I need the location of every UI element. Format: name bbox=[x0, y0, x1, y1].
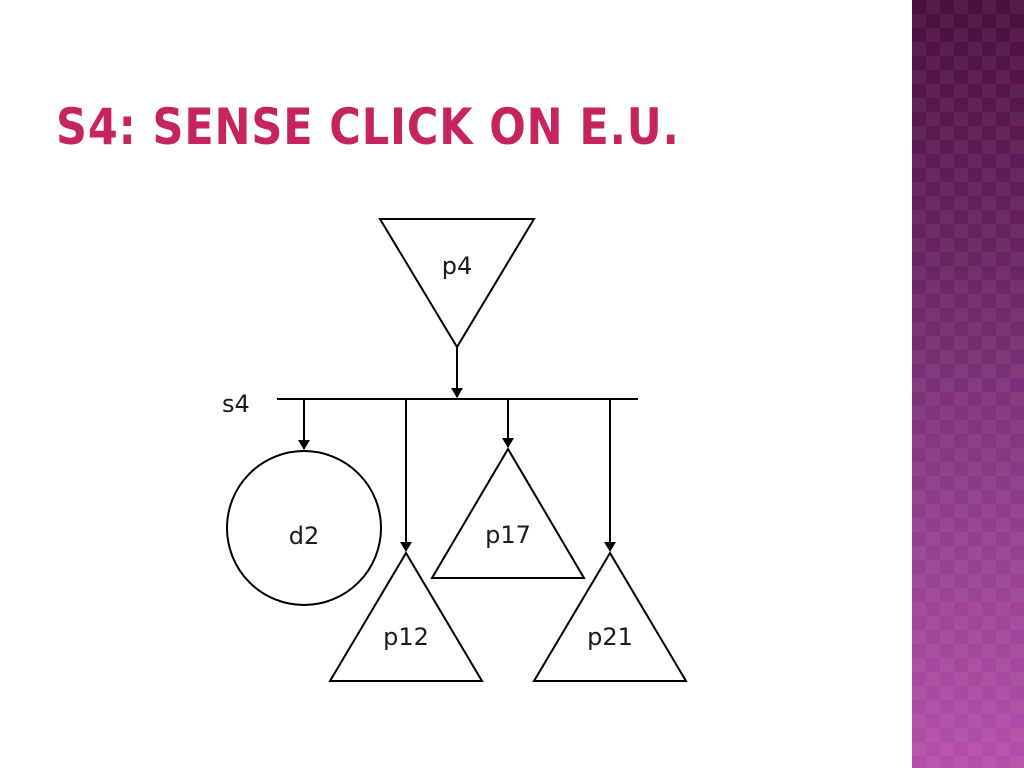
node-p17-shape bbox=[430, 447, 586, 579]
node-p4: p4 bbox=[378, 218, 536, 349]
node-p17-label: p17 bbox=[485, 521, 531, 549]
node-p12-label: p12 bbox=[383, 623, 429, 651]
node-p17: p17 bbox=[430, 447, 586, 579]
node-p21: p21 bbox=[532, 551, 688, 682]
slide-title: S4: SENSE CLICK ON E.U. bbox=[56, 98, 680, 156]
node-d2-shape bbox=[226, 450, 382, 606]
node-p4-shape bbox=[378, 218, 536, 349]
node-d2-label: d2 bbox=[289, 522, 320, 550]
bus-s4: s4 bbox=[222, 390, 638, 418]
node-d2: d2 bbox=[226, 450, 382, 606]
bus-s4-label: s4 bbox=[222, 390, 250, 418]
node-p12: p12 bbox=[328, 551, 484, 682]
node-p21-shape bbox=[532, 551, 688, 682]
node-p21-label: p21 bbox=[587, 623, 633, 651]
decorative-side-band bbox=[912, 0, 1024, 768]
node-p12-shape bbox=[328, 551, 484, 682]
node-p4-label: p4 bbox=[442, 252, 473, 280]
